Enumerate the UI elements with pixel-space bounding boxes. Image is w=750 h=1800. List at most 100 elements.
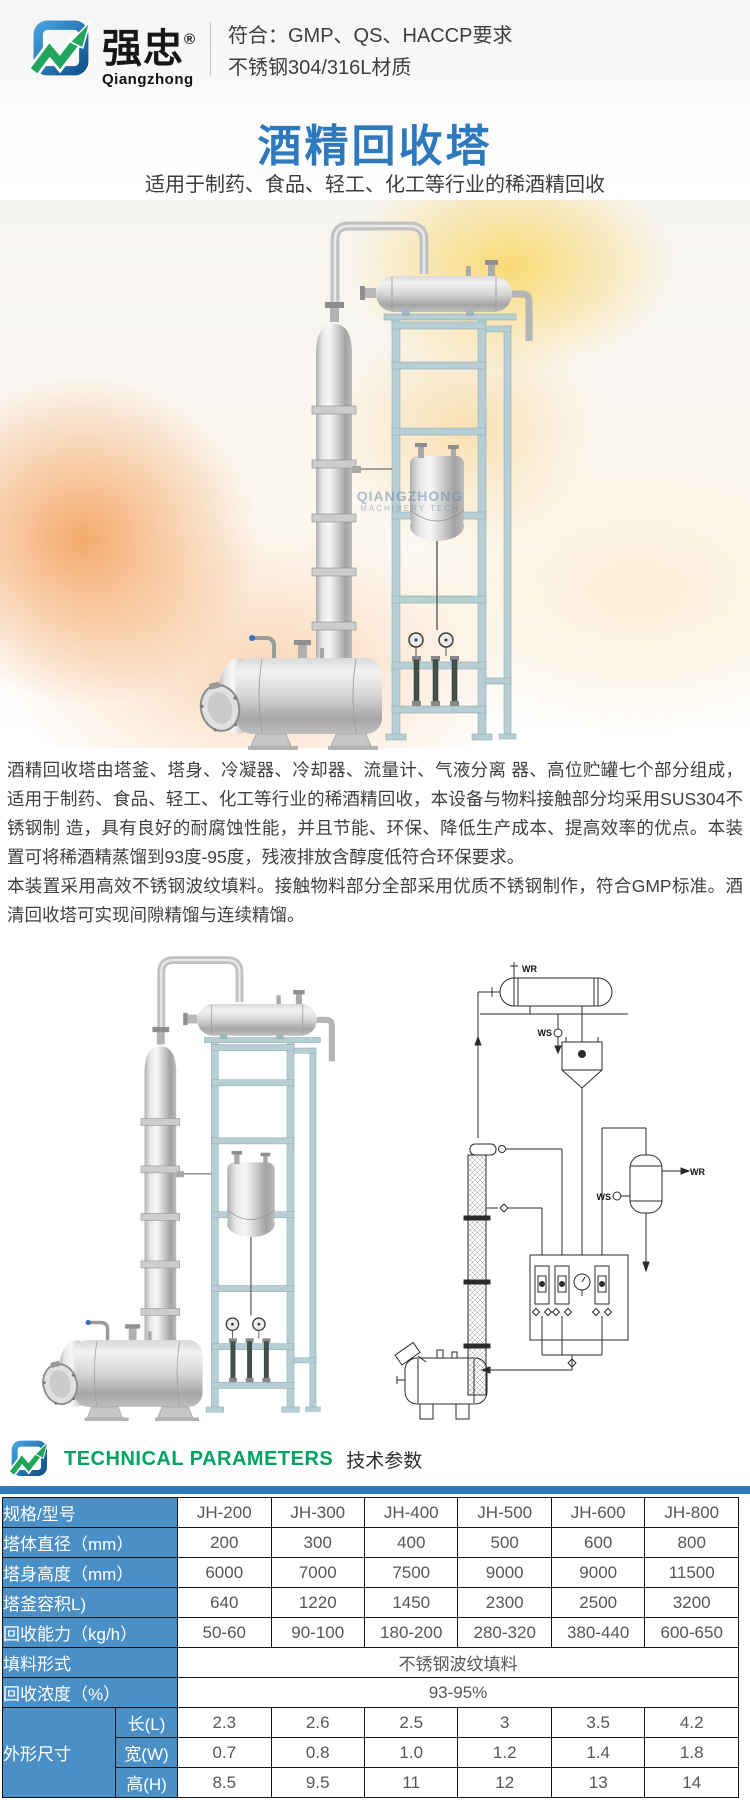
value-cell: 2.3: [177, 1707, 272, 1738]
span-value-cell: 不锈钢波纹填料: [177, 1647, 739, 1678]
table-row-packing: 填料形式 不锈钢波纹填料: [1, 1647, 739, 1678]
table-row-capacity: 回收能力（kg/h） 50-60 90-100 180-200 280-320 …: [1, 1617, 739, 1648]
row-label: 塔身高度（mm）: [1, 1557, 179, 1588]
row-label-dimensions: 外形尺寸: [2, 1707, 116, 1798]
sub-label: 长(L): [114, 1707, 179, 1738]
tech-parameters-header: TECHNICAL PARAMETERS 技术参数: [10, 1436, 422, 1482]
model-cell: JH-200: [177, 1497, 272, 1528]
page-header: 强忠® Qiangzhong 符合：GMP、QS、HACCP要求 不锈钢304/…: [0, 0, 750, 96]
value-cell: 7000: [270, 1557, 365, 1588]
value-cell: 0.7: [177, 1737, 272, 1768]
media-row: WR WS WR WS: [0, 946, 750, 1422]
value-cell: 200: [177, 1527, 272, 1558]
diagram-label-ws-top: WS: [538, 1028, 553, 1038]
table-row-models: 规格/型号 JH-200 JH-300 JH-400 JH-500 JH-600…: [1, 1497, 739, 1528]
value-cell: 50-60: [177, 1617, 272, 1648]
sub-label: 宽(W): [114, 1737, 179, 1768]
value-cell: 12: [457, 1767, 552, 1798]
value-cell: 400: [363, 1527, 459, 1558]
watermark-brand: QIANGZHONG: [356, 488, 464, 504]
value-cell: 2500: [550, 1587, 646, 1618]
watermark: QIANGZHONG MACHINERY TECH: [325, 488, 495, 513]
page-subtitle: 适用于制药、食品、轻工、化工等行业的稀酒精回收: [145, 174, 605, 196]
tagline-certifications: 符合：GMP、QS、HACCP要求: [228, 25, 513, 47]
description-paragraph-2: 本装置采用高效不锈钢波纹填料。接触物料部分全部采用优质不锈钢制作，符合GMP标准…: [7, 876, 743, 925]
watermark-sub: MACHINERY TECH: [360, 504, 460, 513]
value-cell: 600-650: [644, 1617, 739, 1648]
description-paragraph-1: 酒精回收塔由塔釜、塔身、冷凝器、冷却器、流量计、气液分离 器、高位贮罐七个部分组…: [7, 760, 743, 867]
value-cell: 380-440: [550, 1617, 646, 1648]
value-cell: 8.5: [177, 1767, 272, 1798]
value-cell: 90-100: [270, 1617, 365, 1648]
value-cell: 800: [644, 1527, 739, 1558]
equipment-photo: [170, 210, 570, 750]
value-cell: 500: [457, 1527, 552, 1558]
model-cell: JH-600: [550, 1497, 646, 1528]
row-label: 回收能力（kg/h）: [1, 1617, 179, 1648]
value-cell: 3: [457, 1707, 552, 1738]
brand-text: 强忠® Qiangzhong: [102, 20, 196, 88]
table-row-concentration: 回收浓度（%） 93-95%: [1, 1677, 739, 1708]
value-cell: 6000: [177, 1557, 272, 1588]
process-diagram: WR WS WR WS: [394, 962, 705, 1420]
hero-product-photo: QIANGZHONG MACHINERY TECH: [0, 200, 750, 748]
value-cell: 9.5: [270, 1767, 365, 1798]
value-cell: 2.6: [270, 1707, 365, 1738]
table-row-dim-width: 宽(W) 0.7 0.8 1.0 1.2 1.4 1.8: [3, 1737, 739, 1768]
spec-table: 规格/型号 JH-200 JH-300 JH-400 JH-500 JH-600…: [1, 1497, 739, 1798]
section-divider-bar: [0, 1486, 750, 1494]
span-value-cell: 93-95%: [177, 1677, 739, 1708]
model-cell: JH-800: [644, 1497, 739, 1528]
brand-name-en: Qiangzhong: [102, 71, 194, 88]
value-cell: 2300: [457, 1587, 552, 1618]
tech-section-title-en: TECHNICAL PARAMETERS: [64, 1447, 334, 1470]
value-cell: 1.2: [457, 1737, 552, 1768]
model-cell: JH-500: [457, 1497, 552, 1528]
table-row-diameter: 塔体直径（mm） 200 300 400 500 600 800: [1, 1527, 739, 1558]
model-cell: JH-300: [270, 1497, 365, 1528]
value-cell: 180-200: [363, 1617, 459, 1648]
value-cell: 300: [270, 1527, 365, 1558]
value-cell: 1.0: [363, 1737, 459, 1768]
value-cell: 11: [363, 1767, 459, 1798]
brand-name-cn: 强忠®: [102, 27, 197, 71]
value-cell: 1.8: [644, 1737, 739, 1768]
value-cell: 2.5: [363, 1707, 459, 1738]
title-section: 酒精回收塔 适用于制药、食品、轻工、化工等行业的稀酒精回收: [0, 96, 750, 200]
value-cell: 0.8: [270, 1737, 365, 1768]
table-row-dim-height: 高(H) 8.5 9.5 11 12 13 14: [3, 1767, 739, 1798]
qiangzhong-logo-icon: [30, 20, 94, 78]
value-cell: 280-320: [457, 1617, 552, 1648]
model-cell: JH-400: [363, 1497, 459, 1528]
value-cell: 14: [644, 1767, 739, 1798]
tagline-material: 不锈钢304/316L材质: [228, 57, 412, 79]
value-cell: 1450: [363, 1587, 459, 1618]
value-cell: 11500: [644, 1557, 739, 1588]
header-divider: [210, 22, 211, 76]
value-cell: 3.5: [550, 1707, 646, 1738]
sub-label: 高(H): [114, 1767, 179, 1798]
row-label-model: 规格/型号: [1, 1497, 179, 1528]
header-taglines: 符合：GMP、QS、HACCP要求 不锈钢304/316L材质: [228, 20, 512, 84]
equipment-photo-small: [16, 946, 368, 1421]
table-row-height: 塔身高度（mm） 6000 7000 7500 9000 9000 11500: [1, 1557, 739, 1588]
row-label: 回收浓度（%）: [1, 1677, 179, 1708]
tech-section-title-zh: 技术参数: [346, 1450, 423, 1472]
row-label: 塔体直径（mm）: [1, 1527, 179, 1558]
diagram-label-wr-top: WR: [522, 964, 537, 974]
value-cell: 600: [550, 1527, 646, 1558]
page-title: 酒精回收塔: [257, 122, 493, 171]
value-cell: 9000: [457, 1557, 552, 1588]
tech-params-icon: [10, 1440, 50, 1478]
value-cell: 1.4: [550, 1737, 646, 1768]
diagram-label-wr-vessel: WR: [690, 1167, 705, 1177]
registered-mark: ®: [184, 31, 197, 48]
value-cell: 9000: [550, 1557, 646, 1588]
table-row-dim-length: 外形尺寸 长(L) 2.3 2.6 2.5 3 3.5 4.2: [2, 1707, 739, 1798]
value-cell: 3200: [644, 1587, 739, 1618]
brand-logo: 强忠® Qiangzhong: [30, 20, 196, 88]
value-cell: 4.2: [644, 1707, 739, 1738]
spec-table-section: 规格/型号 JH-200 JH-300 JH-400 JH-500 JH-600…: [1, 1497, 739, 1798]
value-cell: 7500: [363, 1557, 459, 1588]
